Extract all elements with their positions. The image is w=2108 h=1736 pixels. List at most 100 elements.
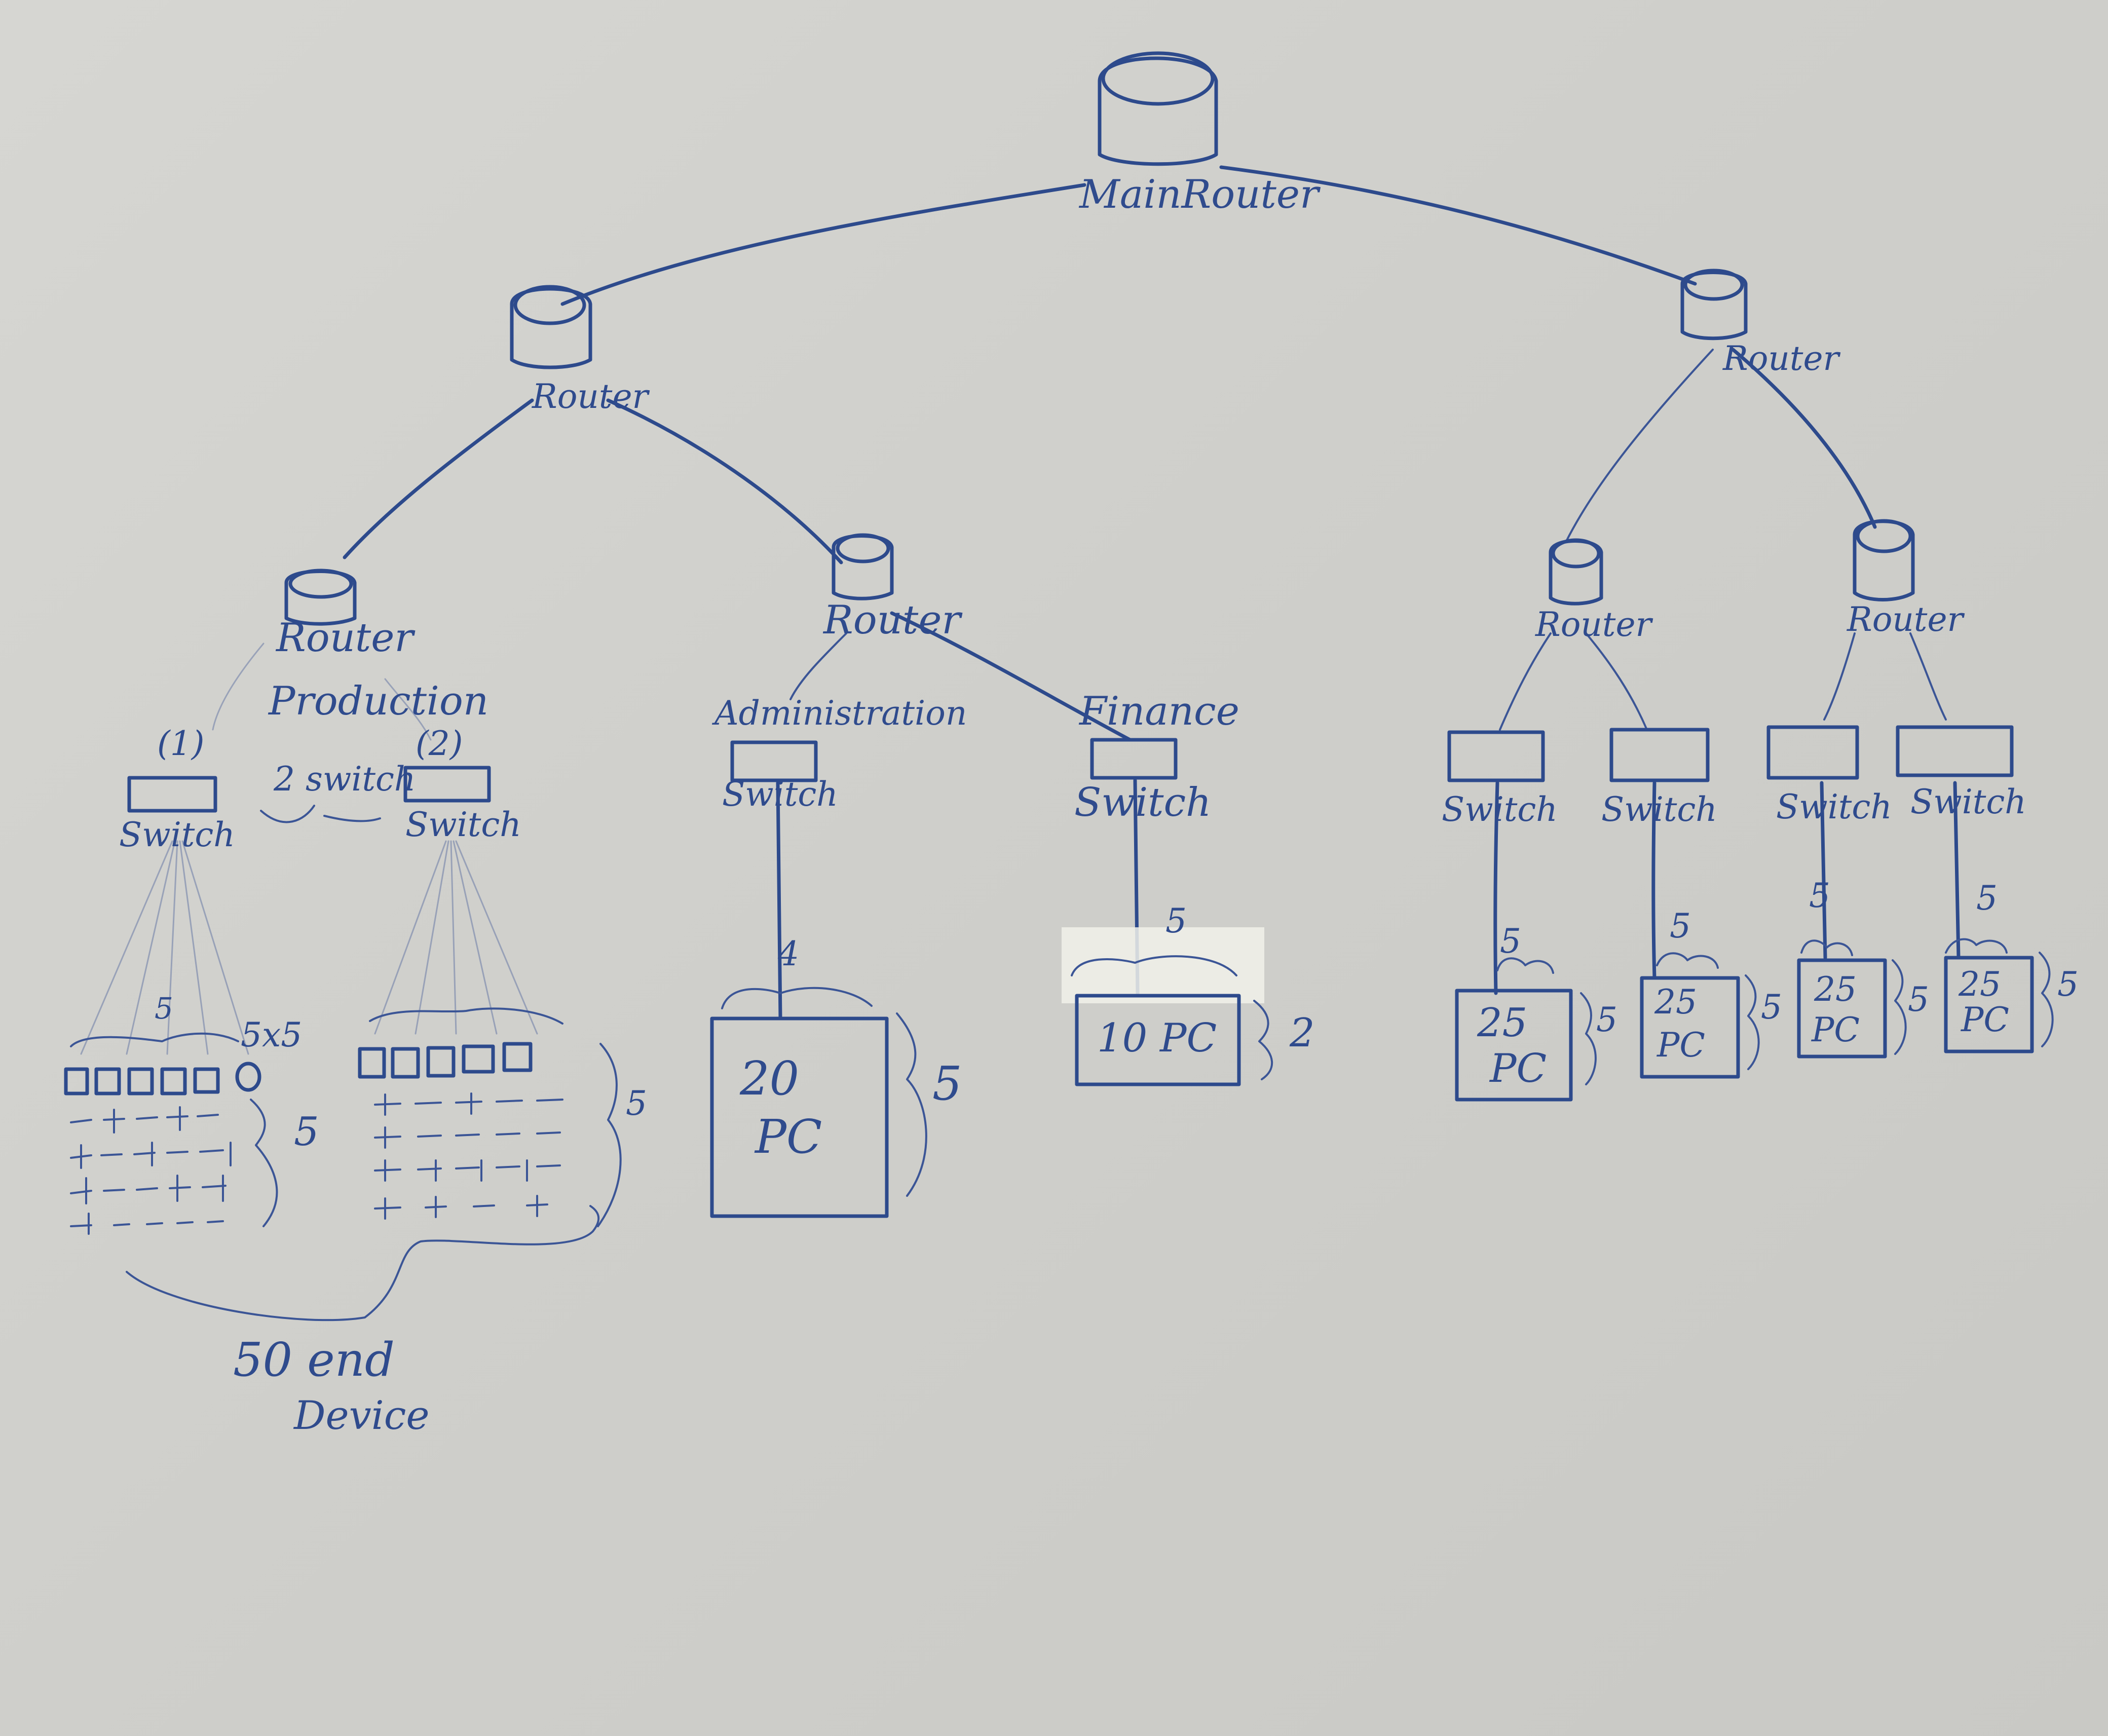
switch-finance[interactable]: Switch bbox=[1074, 738, 1211, 825]
router-right-label: Router bbox=[1722, 339, 1841, 378]
router-r2[interactable]: Router bbox=[1847, 519, 1965, 639]
pc-square-icon bbox=[1944, 956, 2034, 1053]
grid-2-side-label: 5 bbox=[626, 1084, 647, 1123]
finance-brace-top bbox=[1071, 955, 1237, 976]
pc-r2b-brace-top bbox=[1945, 938, 2008, 954]
link-left-mid bbox=[606, 398, 843, 564]
pc-square-icon bbox=[391, 1047, 420, 1079]
pc-square-icon bbox=[358, 1047, 386, 1079]
switch-rectangle-icon bbox=[1447, 730, 1545, 782]
router-r1[interactable]: Router bbox=[1535, 538, 1653, 644]
link-main-right bbox=[1219, 165, 1697, 286]
switch-rectangle-icon bbox=[1766, 725, 1859, 780]
switch-rectangle-icon bbox=[403, 766, 491, 803]
pc-block-r1a[interactable]: 5 25 PC 5 bbox=[1455, 922, 1617, 1102]
switch-r1a-label: Switch bbox=[1442, 790, 1558, 829]
admin-brace-top bbox=[721, 987, 873, 1009]
finance-top-label: 5 bbox=[1165, 901, 1187, 940]
pc-r1b-top-label: 5 bbox=[1670, 907, 1691, 946]
router-right[interactable]: Router bbox=[1680, 269, 1841, 378]
pc-r2a-word: PC bbox=[1811, 1010, 1860, 1049]
pc-r1a-word: PC bbox=[1489, 1046, 1547, 1091]
router-mid-label: Router bbox=[822, 597, 963, 643]
switch-rectangle-icon bbox=[1090, 738, 1178, 780]
switch-r2b-label: Switch bbox=[1910, 782, 2026, 821]
pc-square-icon bbox=[462, 1044, 495, 1074]
link-r1a-pc bbox=[1493, 781, 1499, 995]
end-device-brace bbox=[126, 1205, 600, 1322]
switch-2[interactable]: Switch bbox=[403, 766, 521, 844]
grid-1-top-row bbox=[64, 1062, 261, 1096]
finance-side-brace bbox=[1253, 1000, 1273, 1080]
switch-1-number: (1) bbox=[157, 724, 205, 763]
pc-square-icon bbox=[235, 1062, 261, 1092]
pc-square-icon bbox=[1797, 958, 1887, 1059]
pc-r1b-word: PC bbox=[1657, 1026, 1705, 1065]
pc-square-icon bbox=[127, 1067, 154, 1096]
device-grid-1: 5 5x5 5 bbox=[64, 991, 319, 1235]
pc-r2a-top-label: 5 bbox=[1809, 876, 1830, 915]
pc-r2a-side-brace bbox=[1892, 959, 1907, 1055]
two-switch-label: 2 switch bbox=[273, 760, 416, 799]
pc-square-icon bbox=[1640, 976, 1740, 1079]
switch-finance-label: Switch bbox=[1074, 780, 1211, 825]
grid-1-side-brace bbox=[250, 1099, 278, 1227]
tape-strip bbox=[1062, 927, 1264, 1003]
pc-square-icon bbox=[160, 1067, 187, 1096]
switch-r1b[interactable]: Switch bbox=[1601, 728, 1717, 829]
pc-r2a-side-label: 5 bbox=[1908, 980, 1929, 1019]
administration-label: Administration bbox=[711, 694, 967, 733]
switch-admin[interactable]: Switch bbox=[722, 740, 838, 814]
end-device-count-label: 50 end bbox=[233, 1333, 395, 1387]
link-r2a-pc bbox=[1820, 781, 1827, 960]
grid-1-brace-top-label: 5 bbox=[155, 991, 173, 1026]
link-r2-switch-a bbox=[1823, 632, 1856, 721]
router-left[interactable]: Router bbox=[510, 285, 650, 416]
pc-r2b-word: PC bbox=[1961, 1000, 2009, 1039]
router-mid[interactable]: Router bbox=[822, 533, 963, 643]
link-production-switch2 bbox=[384, 678, 432, 741]
grid-2-dash-rows bbox=[374, 1092, 563, 1220]
grid-1-side-label: 5 bbox=[294, 1109, 319, 1155]
finance-label: Finance bbox=[1078, 689, 1239, 734]
link-r1-switch-b bbox=[1585, 632, 1648, 731]
finance-pc-label: 10 PC bbox=[1097, 1015, 1217, 1061]
link-right-r1 bbox=[1565, 349, 1714, 543]
pc-r2b-side-label: 5 bbox=[2057, 965, 2079, 1004]
pc-r1b-side-brace bbox=[1745, 974, 1760, 1070]
pc-r2b-side-brace bbox=[2039, 952, 2054, 1047]
router-cylinder-icon bbox=[1549, 538, 1603, 606]
pc-block-r2b[interactable]: 5 25 PC 5 bbox=[1944, 879, 2079, 1053]
main-router[interactable]: MainRouter bbox=[1078, 51, 1321, 217]
pc-r1a-top-label: 5 bbox=[1500, 922, 1521, 961]
switch-r1a[interactable]: Switch bbox=[1442, 730, 1558, 829]
switch-r2a[interactable]: Switch bbox=[1766, 725, 1892, 826]
switch-rectangle-icon bbox=[1896, 725, 2014, 777]
pc-square-icon bbox=[64, 1067, 89, 1096]
switch-1[interactable]: Switch bbox=[119, 776, 235, 854]
router-cylinder-icon bbox=[1680, 269, 1748, 341]
pc-r2a-count: 25 bbox=[1814, 970, 1857, 1009]
link-mid-admin bbox=[789, 632, 847, 700]
pc-block-r2a[interactable]: 5 25 PC 5 bbox=[1797, 876, 1929, 1059]
finance-pc-block[interactable]: 5 10 PC 2 bbox=[1062, 901, 1315, 1086]
switch-2-label: Switch bbox=[405, 805, 521, 844]
end-device-word-label: Device bbox=[293, 1393, 430, 1439]
link-mid-finance bbox=[890, 611, 1132, 742]
router-cylinder-icon bbox=[1853, 519, 1915, 601]
switch-rectangle-icon bbox=[1609, 728, 1710, 782]
pc-square-icon bbox=[94, 1067, 121, 1096]
router-cylinder-icon bbox=[832, 533, 894, 600]
pc-square-icon bbox=[710, 1016, 889, 1218]
router-production-label: Router bbox=[275, 615, 416, 661]
grid-1-dash-rows bbox=[70, 1106, 232, 1235]
admin-pc-word: PC bbox=[754, 1110, 822, 1164]
pc-block-r1b[interactable]: 5 25 PC 5 bbox=[1640, 907, 1782, 1079]
switch-r2b[interactable]: Switch bbox=[1896, 725, 2026, 821]
router-left-label: Router bbox=[532, 377, 650, 416]
router-production[interactable]: Router bbox=[275, 569, 416, 661]
admin-pc-block[interactable]: 4 20 PC 5 bbox=[710, 934, 962, 1218]
device-grid-2: 5 bbox=[358, 1007, 647, 1227]
